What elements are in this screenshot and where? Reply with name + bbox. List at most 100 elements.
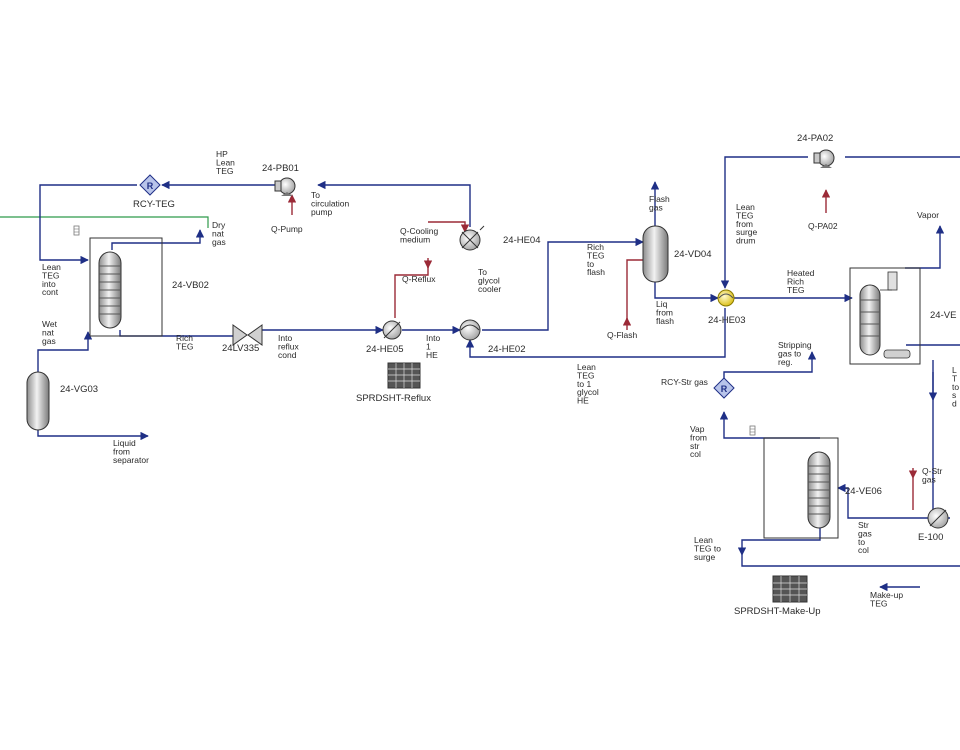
tag-rcy-str-gas-label: RCY-Str gas — [661, 377, 708, 387]
column-24-ve[interactable] — [859, 271, 911, 359]
label-line: Q-Cooling — [400, 226, 439, 236]
regenerator-box — [849, 267, 921, 365]
label-line: str — [690, 441, 700, 451]
stream-wet-gas[interactable] — [37, 331, 93, 372]
svg-text:R: R — [721, 384, 728, 394]
cooler-24-he05[interactable] — [382, 320, 402, 340]
tag-24-he05: 24-HE05 — [366, 344, 404, 355]
pump-24-pb01[interactable] — [274, 177, 296, 196]
column-24-ve06[interactable] — [807, 451, 831, 529]
stream-vapor[interactable] — [905, 225, 945, 269]
heat-exchanger-24-he03[interactable] — [717, 289, 735, 307]
label-line: Vap — [690, 424, 705, 434]
label-line: TEG — [42, 270, 59, 280]
recycle-rcy-teg[interactable]: R — [139, 174, 161, 196]
label-line: Lean — [216, 157, 235, 167]
stream-liq-from-flash[interactable] — [654, 282, 719, 303]
stream-lean-teg-from-surge[interactable] — [720, 156, 808, 289]
label-line: Rich — [176, 333, 193, 343]
label-line: TEG — [176, 341, 193, 351]
label-line: Wet — [42, 319, 58, 329]
heat-exchanger-24-he02[interactable] — [459, 319, 481, 341]
label-line: gas — [42, 336, 56, 346]
label-line: gas — [858, 528, 872, 538]
heat-exchanger-24-he04[interactable] — [459, 225, 485, 251]
energy-q-flash[interactable] — [626, 259, 645, 320]
label-q-pa02: Q-PA02 — [808, 221, 838, 231]
label-line: gas to — [778, 348, 801, 358]
label-line: TEG — [787, 285, 804, 295]
label-line: flash — [656, 316, 674, 326]
separator-24-vg03[interactable] — [26, 371, 50, 431]
label-line: nat — [42, 327, 54, 337]
label-line: TEG — [870, 598, 887, 608]
label-line: Rich — [787, 276, 804, 286]
label-line: Liq — [656, 299, 668, 309]
tag-24-vb02: 24-VB02 — [172, 280, 209, 291]
feed-line[interactable] — [0, 216, 209, 228]
label-line: d — [952, 399, 957, 409]
label-line: col — [690, 449, 701, 459]
stream-right-down[interactable] — [932, 360, 950, 519]
recycle-rcy-str-gas[interactable]: R — [713, 377, 735, 399]
stream-lean-teg-into-cont[interactable] — [39, 184, 137, 265]
stream-rcy-str-out[interactable] — [723, 371, 772, 395]
label-line: from — [656, 307, 673, 317]
label-line: Vapor — [917, 210, 939, 220]
stream-surge-line[interactable] — [741, 555, 960, 567]
equipment-tags: 24-PB01 RCY-TEG 24-VB02 24-VG03 24LV335 … — [60, 133, 956, 617]
energy-q-cooling[interactable] — [428, 221, 470, 233]
stream-lean-teg-to-he[interactable] — [465, 308, 726, 358]
tag-sprdsht-makeup: SPRDSHT-Make-Up — [734, 606, 821, 617]
label-line: TEG — [587, 250, 604, 260]
label-line: to 1 — [577, 379, 591, 389]
tag-24-ve: 24-VE — [930, 310, 956, 321]
pump-24-pa02[interactable] — [813, 149, 835, 168]
label-line: surge — [694, 552, 716, 562]
svg-text:R: R — [147, 181, 154, 191]
stream-vap-from-str-col[interactable] — [719, 411, 820, 439]
label-line: drum — [736, 236, 755, 246]
label-line: from — [736, 219, 753, 229]
label-line: gas — [212, 237, 226, 247]
heater-e-100[interactable] — [927, 507, 949, 529]
tag-24-he03: 24-HE03 — [708, 315, 746, 326]
label-line: To — [311, 190, 320, 200]
stream-lean-teg-to-surge[interactable] — [737, 528, 821, 556]
tag-24-ve06: 24-VE06 — [845, 486, 882, 497]
label-line: Q-Pump — [271, 224, 303, 234]
label-line: Stripping — [778, 340, 812, 350]
label-vapor: Vapor — [917, 210, 939, 220]
spec-icon — [73, 225, 80, 236]
spreadsheet-reflux-icon[interactable] — [387, 362, 421, 389]
stream-to-pump[interactable] — [317, 180, 471, 227]
tag-24-pb01: 24-PB01 — [262, 163, 299, 174]
column-24-vb02[interactable] — [98, 251, 122, 329]
spreadsheet-makeup-icon[interactable] — [772, 575, 808, 603]
flash-drum-24-vd04[interactable] — [642, 225, 669, 283]
contactor-box — [89, 237, 163, 337]
stream-liquid-from-separator[interactable] — [37, 430, 149, 441]
stream-str-gas-to-col[interactable] — [837, 483, 928, 519]
label-line: 1 — [426, 341, 431, 351]
valve-24lv335[interactable] — [232, 324, 263, 346]
label-line: reflux — [278, 341, 300, 351]
stream-stripping-gas[interactable] — [772, 351, 817, 373]
label-line: Q-Reflux — [402, 274, 436, 284]
stream-rich-teg-to-flash[interactable] — [482, 237, 644, 331]
label-line: nat — [212, 228, 224, 238]
stream-dry-gas[interactable] — [111, 229, 205, 250]
energy-q-reflux[interactable] — [394, 260, 429, 318]
label-line: Q-Str — [922, 466, 942, 476]
